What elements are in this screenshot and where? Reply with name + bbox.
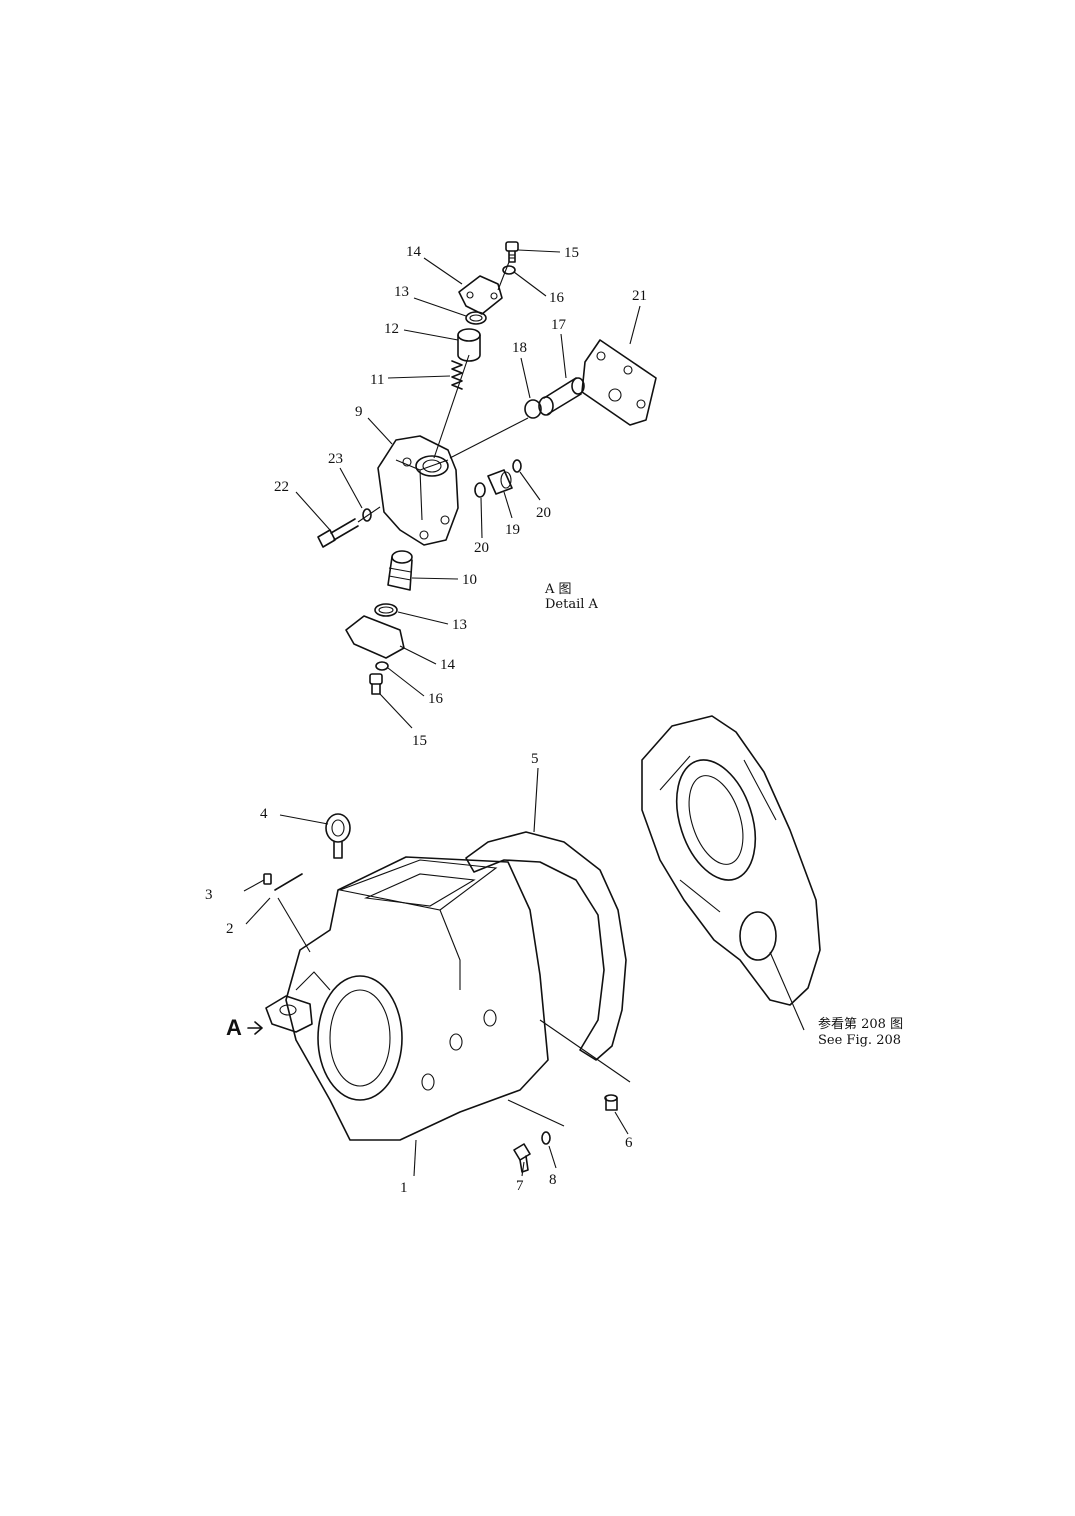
callout-16-top: 16 [549, 290, 565, 306]
part-9-valve-body [377, 435, 459, 546]
detail-a-marker-letter: A [226, 1015, 242, 1040]
callout-12: 12 [384, 321, 399, 337]
part-15-bolt-top [505, 241, 519, 263]
part-1-housing [285, 856, 549, 1141]
part-22-bolt [317, 518, 359, 548]
callout-14-top: 14 [406, 244, 422, 260]
part-16-washer-bottom [375, 661, 389, 671]
callout-15-top: 15 [564, 245, 579, 261]
part-14-cover-top [458, 275, 503, 315]
detail-a-marker: A [226, 995, 313, 1040]
part-6-dowel [604, 1094, 618, 1111]
part-10-plug [387, 550, 413, 591]
part-13-oring-top [465, 311, 487, 325]
part-15-bolt-bottom [369, 673, 383, 695]
callout-3: 3 [205, 887, 213, 903]
callout-2: 2 [226, 921, 234, 937]
part-19-fitting [487, 469, 513, 495]
fig-208-reference-en: See Fig. 208 [818, 1033, 901, 1048]
part-11-spring [451, 360, 463, 390]
callout-14-bottom: 14 [440, 657, 456, 673]
detail-a-label: A 图 Detail A [544, 582, 599, 612]
fig-208-cover [641, 715, 821, 1006]
callout-7: 7 [516, 1178, 524, 1194]
callout-20-left: 20 [474, 540, 489, 556]
part-17-sleeve [538, 377, 585, 416]
callout-23: 23 [328, 451, 343, 467]
part-13-oring-bottom [374, 603, 398, 617]
callout-11: 11 [370, 372, 384, 388]
fig-208-reference: 参看第 208 图 See Fig. 208 [818, 1016, 903, 1048]
part-4-eye-bolt [325, 813, 351, 859]
callout-5: 5 [531, 751, 539, 767]
part-23-washer [362, 508, 372, 522]
fig-208-reference-cn: 参看第 208 图 [818, 1016, 903, 1032]
part-16-washer-top [502, 265, 516, 275]
part-12-cap [457, 328, 481, 362]
callout-6: 6 [625, 1135, 633, 1151]
part-3-screw [263, 873, 272, 885]
part-7-bolt [513, 1143, 531, 1173]
part-21-plate [581, 339, 657, 426]
callout-16-bottom: 16 [428, 691, 444, 707]
callout-20-right: 20 [536, 505, 551, 521]
part-20-oring-right [512, 459, 522, 473]
callout-9: 9 [355, 404, 363, 420]
callout-22: 22 [274, 479, 289, 495]
main-assembly: A [226, 715, 821, 1177]
callout-15-bottom: 15 [412, 733, 427, 749]
part-20-oring-left [474, 482, 486, 498]
callout-8: 8 [549, 1172, 557, 1188]
callout-1: 1 [400, 1180, 408, 1196]
callout-18: 18 [512, 340, 527, 356]
part-14-cover-bottom [345, 615, 405, 659]
detail-a-assembly [317, 241, 657, 695]
callouts: 14 15 16 13 21 12 17 18 11 9 23 22 20 19… [205, 244, 647, 1196]
callout-21: 21 [632, 288, 647, 304]
callout-13-bottom: 13 [452, 617, 467, 633]
callout-17: 17 [551, 317, 567, 333]
callout-10: 10 [462, 572, 477, 588]
callout-19: 19 [505, 522, 520, 538]
callout-4: 4 [260, 806, 268, 822]
part-5-gasket [465, 831, 627, 1061]
part-18-oring [524, 399, 542, 419]
detail-a-label-en: Detail A [545, 597, 599, 612]
part-2-pin [274, 873, 303, 891]
callout-13-top: 13 [394, 284, 409, 300]
detail-a-label-cn: A 图 [544, 582, 572, 597]
part-8-washer [541, 1131, 551, 1145]
